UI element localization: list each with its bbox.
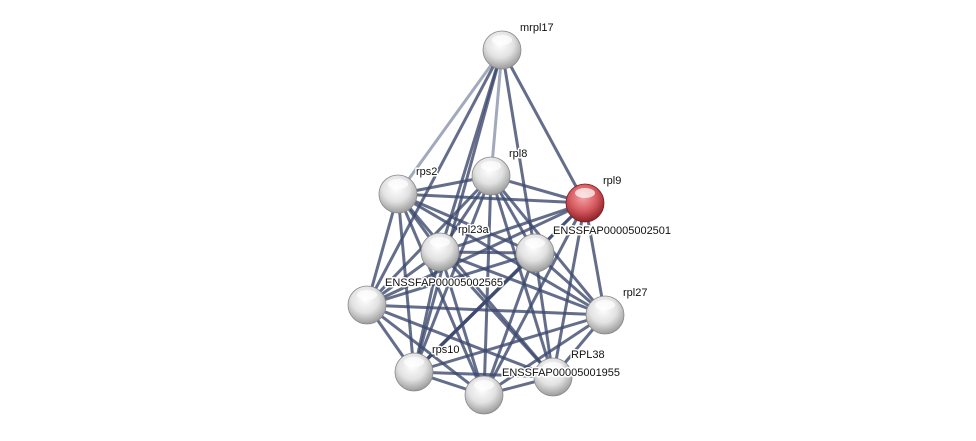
node-RPL38[interactable]: RPL38 (533, 348, 606, 397)
node-e2565[interactable]: ENSSFAP00005002565 (347, 276, 505, 325)
node-rpl27[interactable]: rpl27 (585, 286, 649, 335)
edge-rps2-rpl27[interactable] (397, 192, 606, 317)
edge-e2565-RPL38[interactable] (366, 303, 554, 379)
node-rpl8[interactable]: rpl8 (471, 147, 529, 196)
edge-rpl8-e1955[interactable] (482, 175, 493, 396)
node-label: rps10 (432, 344, 460, 356)
node-highlight (481, 161, 501, 171)
edge-rps2-rps10[interactable] (396, 193, 416, 373)
edge-mrpl17-e2565[interactable] (365, 49, 504, 306)
node-label: RPL38 (571, 349, 605, 361)
edge-mrpl17-rps2[interactable] (396, 49, 504, 195)
edge-rps2-rpl9[interactable] (397, 192, 586, 205)
node-label: ENSSFAP00005002501 (553, 225, 671, 237)
edge-e2501-rps10[interactable] (412, 251, 537, 374)
edge-e2565-rpl27[interactable] (366, 303, 606, 317)
node-label: rpl27 (623, 287, 647, 299)
edge-rpl27-e1955[interactable] (483, 313, 606, 397)
node-label: ENSSFAP00005001955 (502, 367, 620, 379)
node-label: rpl8 (509, 148, 527, 160)
node-highlight (474, 380, 494, 390)
node-label: rps2 (416, 166, 437, 178)
node-label: mrpl17 (520, 22, 554, 34)
edge-mrpl17-rpl8[interactable] (489, 49, 504, 177)
node-highlight (357, 290, 377, 300)
node-highlight (492, 35, 512, 45)
node-e1955[interactable]: ENSSFAP00005001955 (464, 366, 622, 415)
edge-e2501-e1955[interactable] (482, 252, 537, 396)
edge-e2501-RPL38[interactable] (533, 252, 555, 378)
edge-rpl8-RPL38[interactable] (489, 175, 555, 378)
node-highlight (595, 300, 615, 310)
edge-rpl8-rps10[interactable] (412, 175, 493, 373)
edge-e2565-e1955[interactable] (366, 303, 485, 397)
node-highlight (404, 357, 424, 367)
node-highlight (525, 238, 545, 248)
edge-mrpl17-e2501[interactable] (500, 49, 537, 254)
node-highlight (543, 362, 563, 372)
node-highlight (388, 179, 408, 189)
edge-rpl23a-RPL38[interactable] (438, 250, 555, 379)
edge-rpl23a-rps10[interactable] (412, 251, 442, 373)
node-label: rpl9 (603, 175, 621, 187)
edge-mrpl17-rpl9[interactable] (500, 49, 587, 204)
edge-e2501-e2565[interactable] (366, 251, 536, 307)
node-highlight (575, 188, 595, 198)
edge-rps2-e1955[interactable] (396, 193, 486, 396)
node-rps2[interactable]: rps2 (378, 165, 439, 214)
edge-rpl27-rps10[interactable] (413, 313, 606, 374)
node-rpl23a[interactable]: rpl23a (420, 223, 491, 272)
node-rpl9[interactable]: rpl9 (565, 174, 623, 223)
edge-rpl9-RPL38[interactable] (551, 202, 587, 378)
edge-rps10-RPL38[interactable] (413, 370, 554, 379)
node-label: rpl23a (458, 224, 489, 236)
edge-rpl9-e2565[interactable] (366, 201, 586, 307)
edge-rpl9-rpl23a[interactable] (439, 201, 586, 254)
node-highlight (430, 237, 450, 247)
edge-rpl9-e1955[interactable] (482, 202, 587, 396)
edge-rps2-e2501[interactable] (397, 192, 536, 255)
node-rps10[interactable]: rps10 (394, 343, 461, 392)
node-mrpl17[interactable]: mrpl17 (482, 21, 555, 70)
node-label: ENSSFAP00005002565 (385, 277, 503, 289)
node-e2501[interactable]: ENSSFAP00005002501 (515, 224, 673, 273)
